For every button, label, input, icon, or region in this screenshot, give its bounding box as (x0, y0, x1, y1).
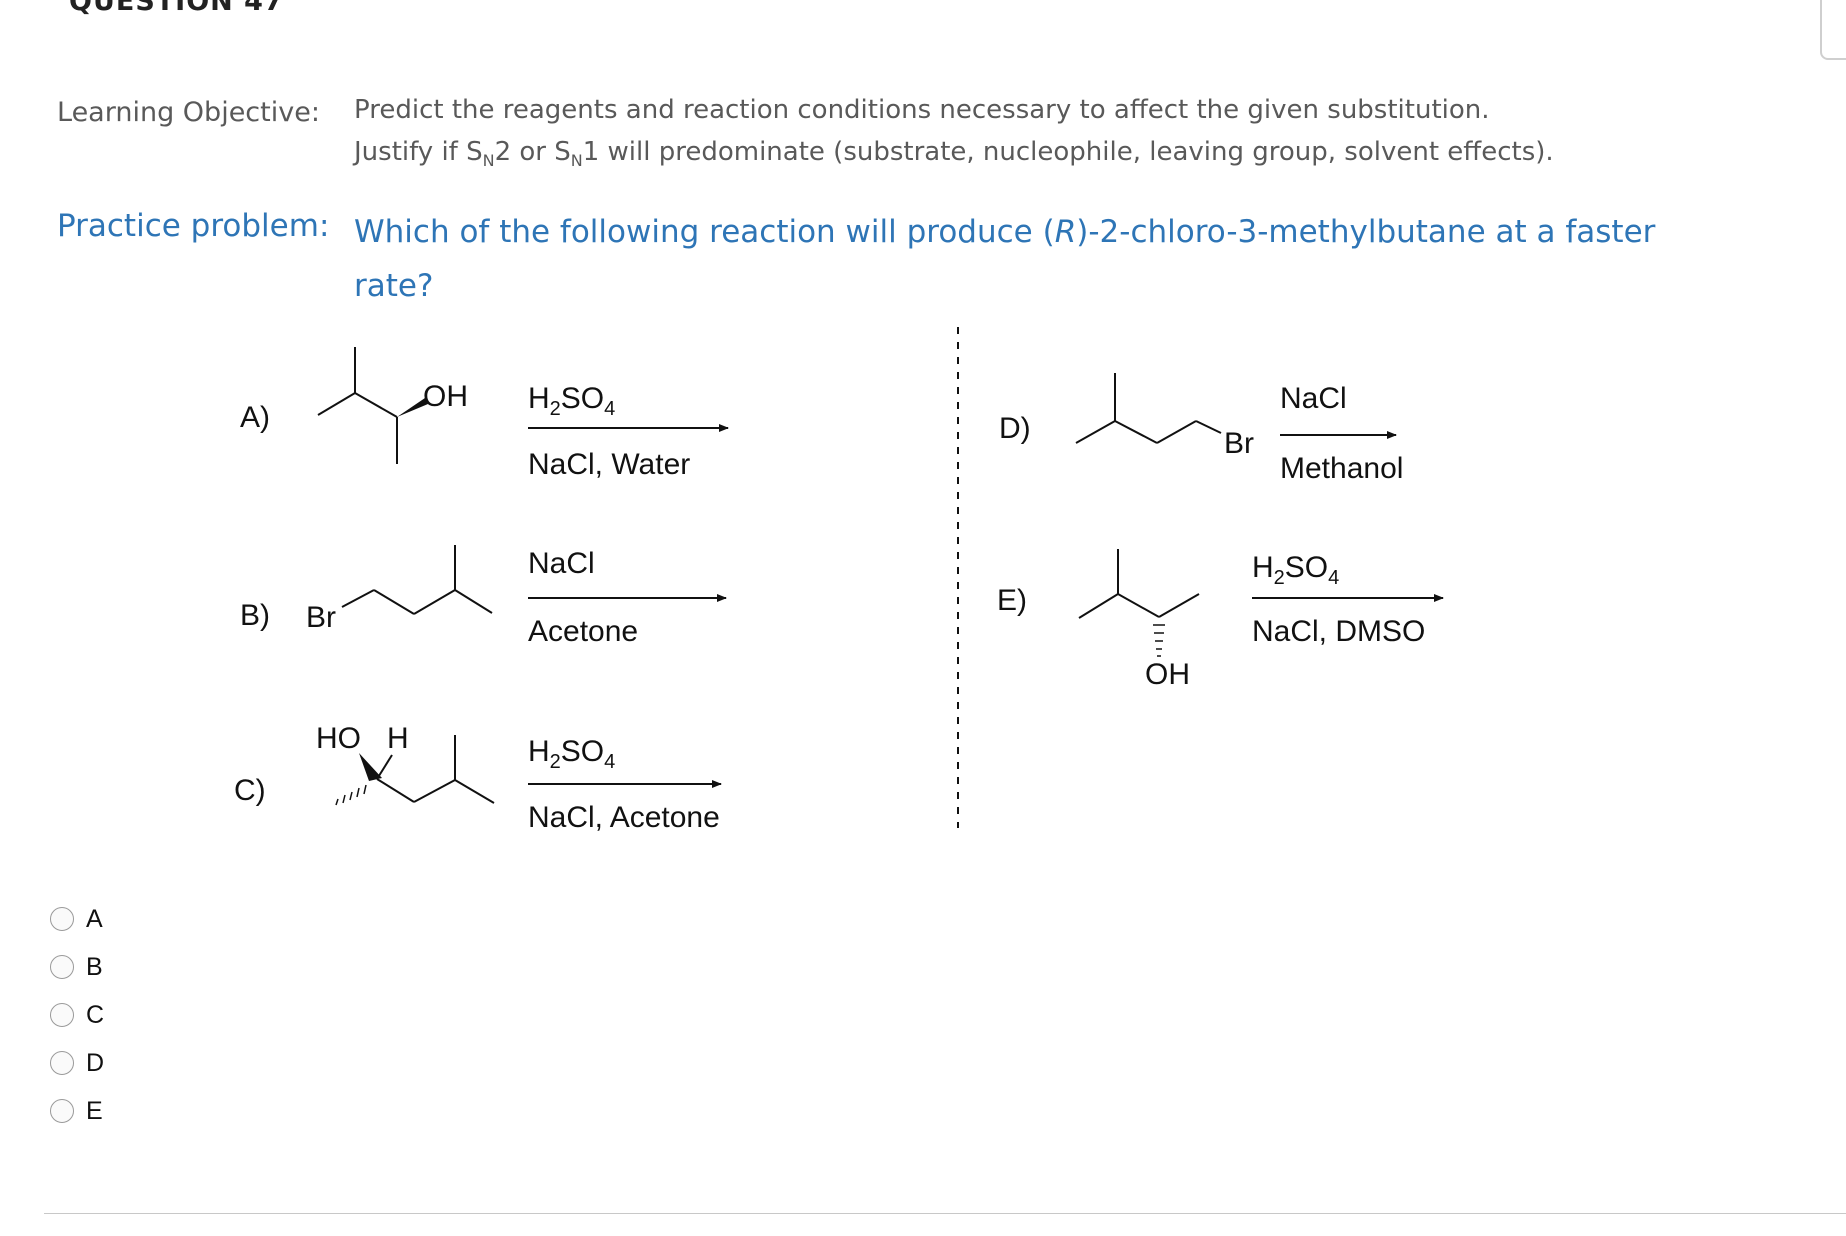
question-title: QUESTION 47 (69, 0, 284, 17)
radio-button[interactable] (50, 955, 74, 979)
pp-text-part: )-2-chloro-3-methylbutane at a faster ra… (354, 214, 1656, 304)
reaction-c-label: C) (234, 774, 266, 807)
reaction-c-reagent-above: H2SO4 (528, 735, 615, 773)
learning-objective-label: Learning Objective: (57, 97, 320, 128)
hash-bond (1153, 624, 1165, 657)
reaction-d-reagent-above: NaCl (1280, 382, 1347, 415)
reaction-a-reagent-above: H2SO4 (528, 382, 615, 420)
learning-objective-line1: Predict the reagents and reaction condit… (354, 95, 1490, 125)
reaction-b-reagent-below: Acetone (528, 615, 638, 648)
hash-bond (335, 784, 367, 806)
reaction-e-label: E) (997, 584, 1027, 617)
reaction-e-structure (1078, 549, 1200, 619)
reaction-b-structure (341, 545, 493, 615)
radio-button[interactable] (50, 1051, 74, 1075)
reaction-e: E) OH H2SO4 NaCl, DMSO (997, 549, 1444, 691)
reaction-d: D) Br NaCl Methanol (999, 373, 1403, 485)
reaction-d-br: Br (1224, 427, 1254, 460)
reaction-d-label: D) (999, 412, 1031, 445)
corner-panel (1820, 0, 1846, 60)
lo-text-part: 2 or S (494, 137, 571, 167)
reaction-a-structure (317, 347, 398, 464)
wedge-bond (397, 398, 428, 417)
option-label[interactable]: A (86, 905, 103, 933)
reaction-a-reagent-below: NaCl, Water (528, 448, 690, 481)
radio-button[interactable] (50, 907, 74, 931)
lo-subscript: N (482, 151, 495, 171)
reaction-a-oh: OH (423, 380, 468, 413)
reaction-a-label: A) (240, 401, 270, 434)
reaction-d-reagent-below: Methanol (1280, 452, 1403, 485)
radio-button[interactable] (50, 1099, 74, 1123)
reaction-b-br: Br (306, 601, 336, 634)
option-label[interactable]: D (86, 1049, 105, 1077)
pp-text-part: Which of the following reaction will pro… (354, 214, 1055, 250)
practice-problem-label: Practice problem: (57, 208, 330, 244)
reaction-e-oh: OH (1145, 658, 1190, 691)
lo-text-part: 1 will predominate (substrate, nucleophi… (582, 137, 1554, 167)
reaction-b-label: B) (240, 599, 270, 632)
reaction-b: B) Br NaCl Acetone (240, 545, 727, 648)
radio-button[interactable] (50, 1003, 74, 1027)
reaction-b-reagent-above: NaCl (528, 547, 595, 580)
reaction-d-structure (1075, 373, 1222, 444)
learning-objective-text: Predict the reagents and reaction condit… (354, 89, 1654, 182)
option-label[interactable]: B (86, 953, 103, 981)
reaction-c-h: H (387, 722, 409, 755)
reaction-c-ho: HO (316, 722, 361, 755)
reaction-c: C) HO H H2SO4 NaCl, Acetone (234, 722, 722, 834)
reaction-c-structure (376, 735, 495, 804)
reaction-e-reagent-below: NaCl, DMSO (1252, 615, 1425, 648)
lo-text-part: Justify if S (354, 137, 483, 167)
practice-problem-text: Which of the following reaction will pro… (354, 205, 1684, 313)
lo-subscript: N (570, 151, 583, 171)
bottom-divider (44, 1213, 1846, 1214)
option-label[interactable]: C (86, 1001, 105, 1029)
wedge-bond (359, 753, 382, 781)
option-label[interactable]: E (86, 1097, 103, 1125)
reaction-c-reagent-below: NaCl, Acetone (528, 801, 720, 834)
pp-text-italic: R (1054, 214, 1077, 250)
reaction-a: A) OH H2SO4 NaCl, Water (240, 347, 729, 481)
reaction-e-reagent-above: H2SO4 (1252, 551, 1339, 589)
learning-objective-line2: Justify if SN2 or SN1 will predominate (… (354, 131, 1654, 182)
